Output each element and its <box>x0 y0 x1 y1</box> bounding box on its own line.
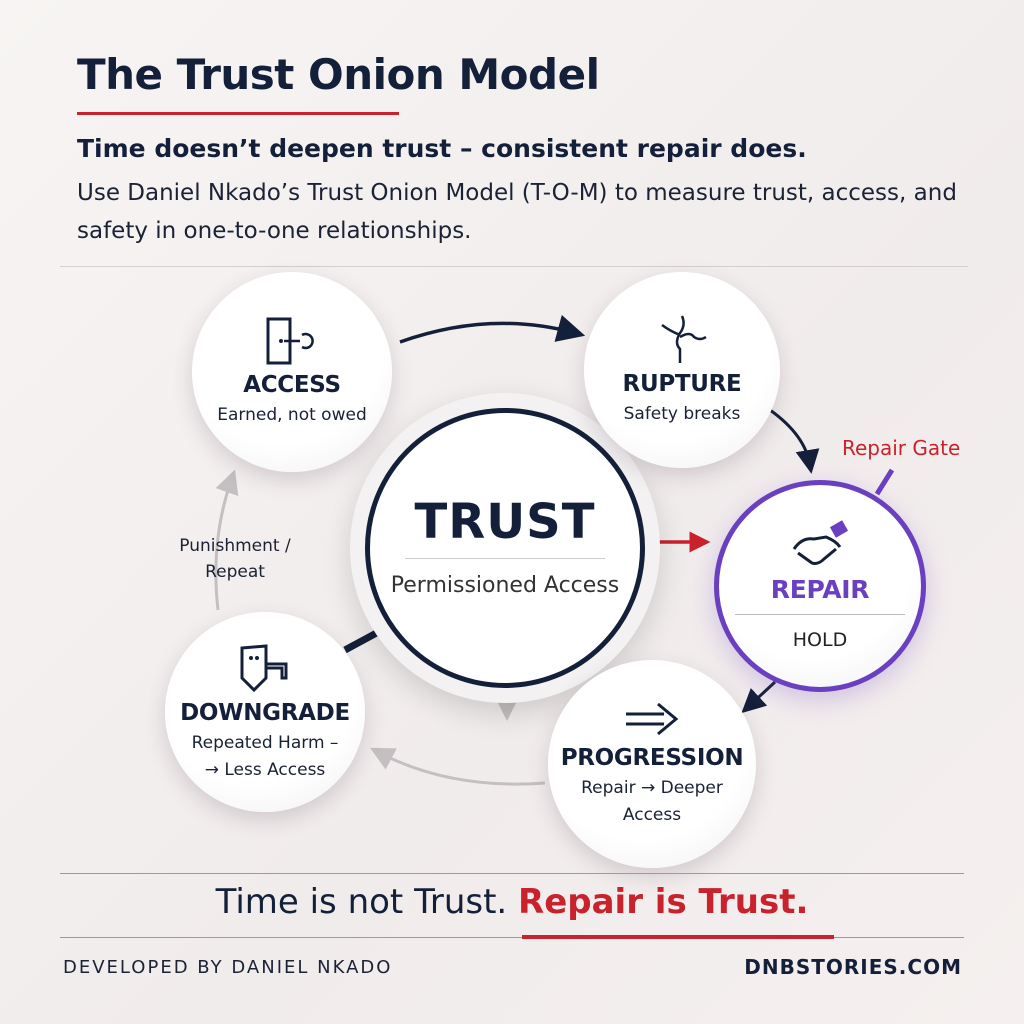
node-access: ACCESS Earned, not owed <box>192 272 392 472</box>
repair-title: REPAIR <box>770 574 870 604</box>
progression-title: PROGRESSION <box>560 745 744 771</box>
rupture-title: RUPTURE <box>622 370 742 397</box>
divider-footer <box>60 937 964 938</box>
arrow-repair-to-progression <box>741 680 777 714</box>
tagline-underline <box>522 935 834 939</box>
repair-subtitle: HOLD <box>792 628 848 651</box>
subtitle: Time doesn’t deepen trust – consistent r… <box>77 134 807 163</box>
shield-faucet-icon <box>240 644 288 693</box>
node-rupture: RUPTURE Safety breaks <box>584 272 780 468</box>
arrow-progression-to-downgrade <box>370 747 546 786</box>
downgrade-subtitle-line-2: → Less Access <box>204 760 326 780</box>
divider-top <box>60 266 968 267</box>
punishment-line-1: Punishment / <box>179 536 291 556</box>
trust-subtitle: Permissioned Access <box>390 572 620 598</box>
punishment-line-2: Repeat <box>205 562 265 582</box>
trust-title: TRUST <box>414 493 596 550</box>
repair-gate-label: Repair Gate <box>842 436 961 460</box>
title-underline <box>77 112 399 115</box>
progression-subtitle-line-2: Access <box>622 805 682 825</box>
node-repair: REPAIR HOLD <box>714 480 926 692</box>
access-subtitle: Earned, not owed <box>217 404 367 425</box>
progression-subtitle-line-1: Repair → Deeper <box>581 778 723 798</box>
trust-divider <box>405 557 605 559</box>
punishment-repeat-label: Punishment / Repeat <box>160 533 310 585</box>
site-link[interactable]: DNBSTORIES.COM <box>744 955 962 979</box>
access-title: ACCESS <box>243 371 341 398</box>
progression-subtitle: Repair → Deeper Access <box>581 775 723 829</box>
credit: DEVELOPED BY DANIEL NKADO <box>63 957 393 978</box>
page-title: The Trust Onion Model <box>77 50 600 99</box>
node-progression: PROGRESSION Repair → Deeper Access <box>548 660 756 868</box>
double-arrow-right-icon <box>626 702 679 736</box>
door-key-icon <box>266 317 314 364</box>
node-downgrade: DOWNGRADE Repeated Harm – → Less Access <box>165 612 365 812</box>
arrow-rupture-to-repair <box>769 408 820 474</box>
downgrade-title: DOWNGRADE <box>180 700 350 726</box>
downgrade-subtitle-line-1: Repeated Harm – <box>191 733 339 753</box>
arrow-downgrade-to-access <box>214 469 239 611</box>
tagline-emphasis: Repair is Trust. <box>518 882 809 922</box>
handshake-icon <box>792 519 849 565</box>
trust-core: TRUST Permissioned Access <box>365 408 645 688</box>
tagline-plain: Time is not Trust. <box>215 882 508 922</box>
repair-gate-tick <box>874 468 895 496</box>
description: Use Daniel Nkado’s Trust Onion Model (T-… <box>77 180 957 244</box>
crack-icon <box>661 314 707 363</box>
downgrade-subtitle: Repeated Harm – → Less Access <box>192 730 339 784</box>
arrow-access-to-rupture <box>399 314 586 344</box>
repair-divider <box>735 613 905 615</box>
tagline: Time is not Trust. Repair is Trust. <box>0 882 1024 922</box>
rupture-subtitle: Safety breaks <box>623 403 741 424</box>
divider-bottom <box>60 873 964 874</box>
